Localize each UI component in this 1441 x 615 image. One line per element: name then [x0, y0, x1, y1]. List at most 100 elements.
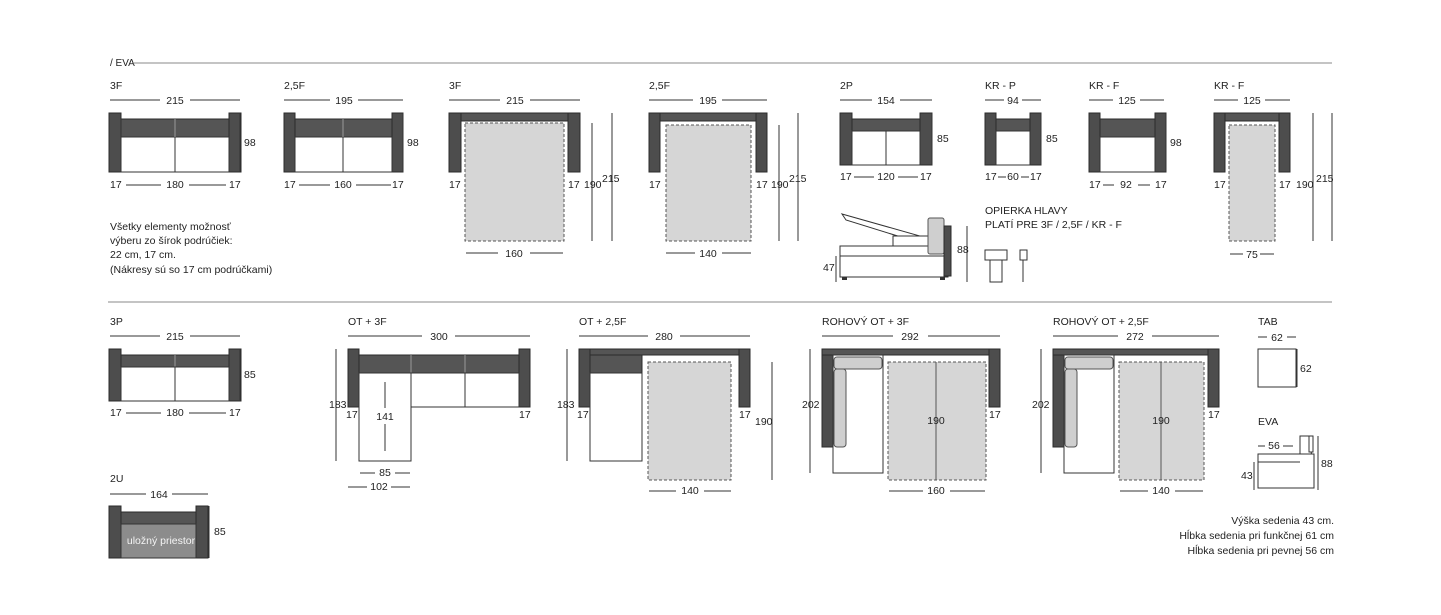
right-arm — [738, 348, 751, 408]
armchair-bed-kr-f: KR - F 125 17 17 75 190 215 — [1213, 80, 1334, 261]
model-name: ROHOVÝ OT + 2,5F — [1053, 315, 1149, 328]
bed-width-label: 140 — [1152, 485, 1170, 497]
note-text: Všetky elementy možnosť výberu zo šírok … — [110, 221, 272, 276]
model-name: 2,5F — [649, 80, 670, 92]
model-name: 3F — [110, 80, 122, 92]
right-arm — [919, 112, 933, 166]
right-arm-label: 17 — [920, 171, 932, 183]
bed-width-label: 140 — [681, 485, 699, 497]
side-view-recliner: 47 88 — [823, 213, 969, 282]
backrest — [358, 354, 520, 374]
height-label: 62 — [1300, 363, 1312, 375]
left-arm — [821, 354, 834, 448]
bed-width-label: 160 — [505, 248, 523, 260]
table-tab: TAB 62 62 — [1257, 316, 1312, 388]
svg-text:Všetky elementy možnosť: Všetky elementy možnosť — [110, 221, 232, 233]
svg-text:výberu zo šírok podrúčiek:: výberu zo šírok podrúčiek: — [110, 235, 233, 247]
left-arm — [448, 112, 462, 173]
chaise-seat — [589, 372, 643, 462]
left-arm — [347, 348, 360, 408]
backrest — [851, 118, 921, 132]
left-arm — [1088, 112, 1101, 173]
armchair-kr-p: KR - P 94 85 17 60 17 — [984, 80, 1058, 183]
bed-length-label: 190 — [1296, 179, 1314, 191]
left-arm — [1052, 354, 1065, 448]
tab-top — [1257, 348, 1297, 388]
right-arm-label: 17 — [1208, 409, 1220, 421]
left-arm — [578, 348, 591, 408]
total-length-label: 215 — [602, 173, 620, 185]
width-label: 195 — [699, 95, 717, 107]
sofa-2-5f: 2,5F 195 98 17 160 17 — [283, 80, 419, 191]
inner-width-label: 180 — [166, 179, 184, 191]
left-arm — [108, 112, 122, 173]
section-label: / EVA — [110, 58, 135, 69]
bed-width-label: 75 — [1246, 249, 1258, 261]
right-arm-label: 17 — [392, 179, 404, 191]
right-arm — [228, 348, 242, 402]
chaise-length-label: 141 — [376, 411, 394, 423]
model-name: TAB — [1258, 316, 1278, 328]
right-arm — [1029, 112, 1042, 166]
inner-width-label: 120 — [877, 171, 895, 183]
width-label: 62 — [1271, 332, 1283, 344]
svg-text:Hĺbka sedenia pri funkčnej 61: Hĺbka sedenia pri funkčnej 61 cm — [1179, 529, 1334, 542]
headrest-subtitle: PLATÍ PRE 3F / 2,5F / KR - F — [985, 218, 1122, 231]
width-label: 292 — [901, 331, 919, 343]
width-label: 125 — [1118, 95, 1136, 107]
footer-notes: Výška sedenia 43 cm. Hĺbka sedenia pri f… — [1179, 515, 1334, 557]
height-label: 85 — [214, 526, 226, 538]
seat-cushion — [410, 372, 466, 408]
backrest — [460, 112, 569, 122]
inner-width-label: 60 — [1007, 171, 1019, 183]
left-arm-label: 17 — [110, 179, 122, 191]
width-label: 272 — [1126, 331, 1144, 343]
left-arm — [648, 112, 661, 173]
bed-surface — [464, 122, 565, 242]
bed-width-label: 160 — [927, 485, 945, 497]
right-arm-label: 17 — [989, 409, 1001, 421]
width-label: 215 — [166, 95, 184, 107]
depth-label: 202 — [802, 399, 820, 411]
svg-text:Hĺbka sedenia pri pevnej 56 cm: Hĺbka sedenia pri pevnej 56 cm — [1188, 544, 1335, 557]
total-height-label: 88 — [1321, 458, 1333, 470]
left-arm-label: 17 — [985, 171, 997, 183]
depth-label: 183 — [557, 399, 575, 411]
width-label: 154 — [877, 95, 895, 107]
seat-cushion — [294, 136, 344, 173]
left-arm-label: 17 — [1214, 179, 1226, 191]
left-arm — [984, 112, 997, 166]
sofa-bed-3f: 3F 215 17 17 160 190 215 — [448, 80, 620, 260]
corner-rohovy-ot-2-5f: ROHOVÝ OT + 2,5F 272 190 202 17 140 — [1032, 315, 1220, 497]
right-arm — [195, 505, 209, 559]
sofa-2u: 2U 164 uložný priestor 85 — [108, 473, 226, 559]
right-arm-label: 17 — [519, 409, 531, 421]
sofa-2p: 2P 154 85 17 120 17 — [839, 80, 949, 183]
width-label: 94 — [1007, 95, 1019, 107]
right-arm-label: 17 — [229, 179, 241, 191]
width-label: 215 — [166, 331, 184, 343]
model-name: ROHOVÝ OT + 3F — [822, 315, 909, 328]
height-label: 85 — [937, 133, 949, 145]
width-label: 280 — [655, 331, 673, 343]
model-name: 2,5F — [284, 80, 305, 92]
model-name: KR - F — [1214, 80, 1244, 92]
right-arm — [755, 112, 768, 173]
backrest — [120, 511, 197, 525]
bed-length-label: 190 — [584, 179, 602, 191]
model-name: 2U — [110, 473, 123, 485]
inner-width-label: 160 — [334, 179, 352, 191]
bed-length-label: 190 — [927, 415, 945, 427]
inner-width-label: 92 — [1120, 179, 1132, 191]
right-arm — [518, 348, 531, 408]
right-arm-label: 17 — [1030, 171, 1042, 183]
model-name: 3P — [110, 316, 123, 328]
seat-cushion — [174, 136, 230, 173]
backrest — [589, 354, 643, 374]
height-label: 98 — [1170, 137, 1182, 149]
armchair-kr-f: KR - F 125 98 17 92 17 — [1088, 80, 1182, 191]
model-name: EVA — [1258, 416, 1278, 428]
sofa-3p: 3P 215 85 17 180 17 — [108, 316, 256, 419]
width-label: 215 — [506, 95, 524, 107]
right-arm-label: 17 — [1155, 179, 1167, 191]
